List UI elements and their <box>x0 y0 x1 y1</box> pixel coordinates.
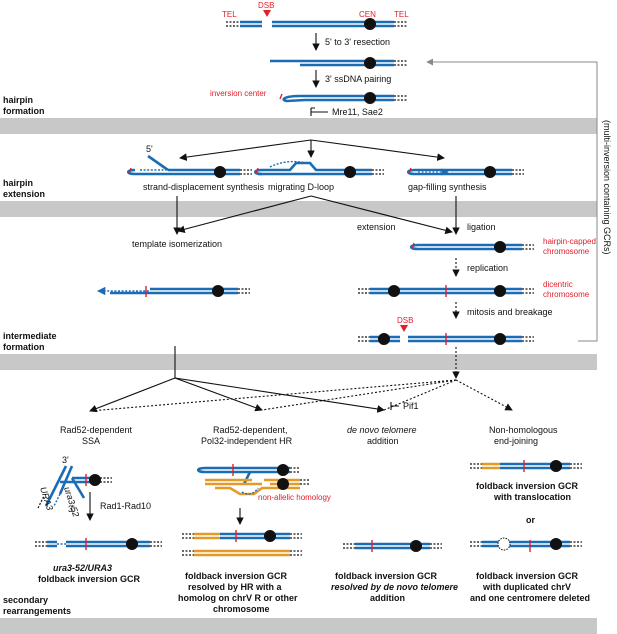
mre11-label: Mre11, Sae2 <box>332 107 383 117</box>
resection-label: 5' to 3' resection <box>325 37 390 47</box>
hr-intermediate <box>196 464 310 496</box>
ssa-three-prime-a: 3' <box>62 455 69 465</box>
denovo-label-2: addition <box>367 436 399 446</box>
rad1-label: Rad1-Rad10 <box>100 501 151 511</box>
denovo-label-1: de novo telomere <box>347 425 417 435</box>
ssa-product-chromosome <box>35 538 162 550</box>
dsb2-label: DSB <box>397 316 413 325</box>
pairing-label: 3' ssDNA pairing <box>325 74 391 84</box>
denovo-outcome-2: resolved by de novo telomere <box>331 582 458 592</box>
nhej-duplicated-chromosome <box>470 537 582 552</box>
extension-label: extension <box>357 222 396 232</box>
feedback-arrow <box>426 58 598 342</box>
non-allelic-label: non-allelic homology <box>258 493 331 502</box>
template-isomerization-label: template isomerization <box>132 239 222 249</box>
nhej-bottom-outcome-3: and one centromere deleted <box>470 593 590 603</box>
ssa-outcome-1: ura3-52/URA3 <box>53 563 112 573</box>
replication-label: replication <box>467 263 508 273</box>
stage-label-hairpin-extension-1: hairpin <box>3 178 33 188</box>
stage-band-hairpin-extension <box>0 201 597 217</box>
nhej-bottom-outcome-1: foldback inversion GCR <box>476 571 579 581</box>
stage-label-intermediate-formation-1: intermediate <box>3 331 57 341</box>
pif1-label: Pif1 <box>403 401 419 411</box>
gap-filling-intermediate <box>406 166 524 178</box>
hairpin-capped-label-2: chromosome <box>543 247 590 256</box>
dicentric-label-1: dicentric <box>543 280 573 289</box>
cen-label: CEN <box>359 10 376 19</box>
five-prime-label: 5' <box>146 144 153 154</box>
nhej-bottom-outcome-2: with duplicated chrV <box>482 582 571 592</box>
tel-left-label: TEL <box>222 10 237 19</box>
ligation-label: ligation <box>467 222 496 232</box>
hairpin-capped-chromosome <box>409 241 534 253</box>
nhej-translocation-chromosome <box>470 460 582 472</box>
dicentric-chromosome <box>358 285 534 297</box>
stage-band-intermediate-formation <box>0 354 597 370</box>
nhej-top-outcome-1: foldback inversion GCR <box>476 481 579 491</box>
stage-label-hairpin-extension-2: extension <box>3 189 45 199</box>
ssa-outcome-2: foldback inversion GCR <box>38 574 141 584</box>
hairpin-capped-label-1: hairpin-capped <box>543 237 596 246</box>
paired-hairpin: inversion center <box>210 89 408 104</box>
migrating-dloop-intermediate <box>253 160 384 178</box>
denovo-product-chromosome <box>343 540 442 552</box>
centromere-icon <box>364 18 376 30</box>
strand-displacement-intermediate: 5' <box>126 144 252 178</box>
isomerized-chromosome <box>96 285 250 297</box>
deleted-centromere-icon <box>497 537 511 551</box>
dsb-label: DSB <box>258 1 274 10</box>
ssa-label-1: Rad52-dependent <box>60 425 133 435</box>
pathway-branches <box>89 377 513 413</box>
denovo-outcome-3: addition <box>370 593 405 603</box>
ssa-label-2: SSA <box>82 436 100 446</box>
denovo-outcome-1: foldback inversion GCR <box>335 571 438 581</box>
strand-displacement-label: strand-displacement synthesis <box>143 182 265 192</box>
dsb-marker-icon <box>263 10 271 17</box>
stage-label-secondary-rearrangements-2: rearrangements <box>3 606 71 616</box>
nhej-top-outcome-2: with translocation <box>493 492 571 502</box>
dicentric-label-2: chromosome <box>543 290 590 299</box>
ssa-three-prime-b: 3' <box>68 504 75 514</box>
gap-filling-label: gap-filling synthesis <box>408 182 487 192</box>
nhej-label-1: Non-homologous <box>489 425 558 435</box>
chromosome-with-dsb: TEL DSB CEN TEL <box>222 1 409 30</box>
stage-label-hairpin-formation-1: hairpin <box>3 95 33 105</box>
side-label: (multi-inversion containing GCRs) <box>602 120 612 255</box>
inversion-center-label: inversion center <box>210 89 267 98</box>
stage-label-intermediate-formation-2: formation <box>3 342 45 352</box>
stage-band-secondary-rearrangements <box>0 618 597 634</box>
ura3-label: URA3 <box>38 486 55 512</box>
hr-label-1: Rad52-dependent, <box>213 425 288 435</box>
hr-outcome-2: resolved by HR with a <box>188 582 283 592</box>
migrating-dloop-label: migrating D-loop <box>268 182 334 192</box>
broken-dicentric-chromosome: DSB <box>358 316 534 345</box>
stage-label-secondary-rearrangements-1: secondary <box>3 595 48 605</box>
hr-label-2: Pol32-independent HR <box>201 436 293 446</box>
mitosis-label: mitosis and breakage <box>467 307 553 317</box>
tel-right-label: TEL <box>394 10 409 19</box>
stage-label-hairpin-formation-2: formation <box>3 106 45 116</box>
hr-outcome-1: foldback inversion GCR <box>185 571 288 581</box>
hr-outcome-3: homolog on chrV R or other <box>178 593 298 603</box>
dsb2-marker-icon <box>400 325 408 332</box>
hr-outcome-4: chromosome <box>213 604 270 614</box>
resected-chromosome <box>270 57 408 69</box>
hr-product-chromosomes <box>182 530 302 557</box>
stage-band-hairpin-formation <box>0 118 597 134</box>
nhej-label-2: end-joining <box>494 436 538 446</box>
or-label: or <box>526 515 535 525</box>
